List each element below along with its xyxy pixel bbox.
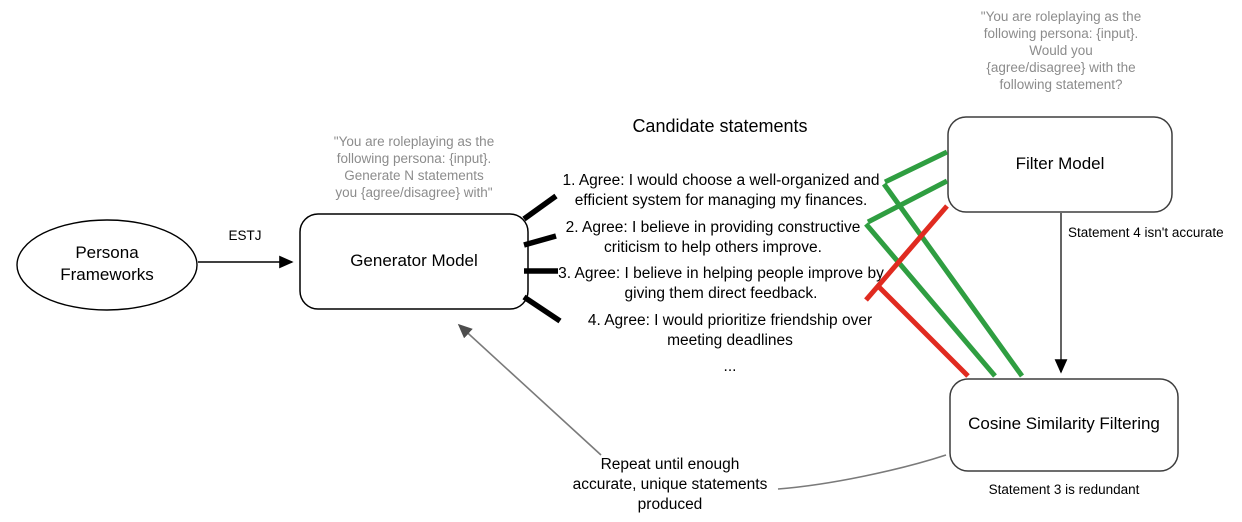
feedback-loop-line-1: Repeat until enough bbox=[600, 456, 740, 473]
persona-frameworks-label-line1: Persona bbox=[75, 243, 139, 262]
filter-prompt-line-1: "You are roleplaying as the bbox=[980, 9, 1142, 24]
candidate-statement-4-line1: 4. Agree: I would prioritize friendship … bbox=[587, 312, 873, 329]
edge-statement-1-accepted bbox=[883, 149, 949, 185]
feedback-loop-line-2: accurate, unique statements bbox=[572, 476, 768, 493]
edge-cosine-to-feedback bbox=[777, 454, 947, 490]
filter-prompt-line-3: Would you bbox=[1029, 43, 1093, 58]
filter-prompt-line-5: following statement? bbox=[999, 77, 1123, 92]
candidate-statement-3-line1: 3. Agree: I believe in helping people im… bbox=[558, 265, 884, 282]
generator-model-label: Generator Model bbox=[350, 251, 478, 270]
candidate-statement-4: 4. Agree: I would prioritize friendship … bbox=[565, 311, 895, 351]
candidate-statement-1: 1. Agree: I would choose a well-organize… bbox=[551, 171, 891, 211]
generator-prompt-line-2: following persona: {input}. bbox=[336, 151, 492, 166]
candidate-statements-title: Candidate statements bbox=[632, 116, 808, 136]
generator-prompt-line-4: you {agree/disagree} with" bbox=[335, 185, 493, 200]
filter-prompt-line-2: following persona: {input}. bbox=[983, 26, 1139, 41]
candidate-statement-3: 3. Agree: I believe in helping people im… bbox=[549, 264, 893, 304]
filter-prompt-text: "You are roleplaying as the following pe… bbox=[975, 8, 1147, 93]
candidate-statement-2-line1: 2. Agree: I believe in providing constru… bbox=[565, 219, 861, 236]
candidate-statement-2-line2: criticism to help others improve. bbox=[604, 239, 822, 256]
feedback-loop-line-3: produced bbox=[637, 496, 703, 513]
generator-prompt-text: "You are roleplaying as the following pe… bbox=[322, 133, 506, 201]
candidate-statement-1-line1: 1. Agree: I would choose a well-organize… bbox=[562, 172, 880, 189]
filter-prompt-line-4: {agree/disagree} with the bbox=[986, 60, 1136, 75]
persona-frameworks-label-line2: Frameworks bbox=[60, 265, 154, 284]
candidate-statement-1-line2: efficient system for managing my finance… bbox=[574, 192, 868, 209]
candidate-statement-4-line2: meeting deadlines bbox=[667, 332, 793, 349]
edge-statement-1-to-cosine bbox=[881, 182, 1025, 378]
cosine-similarity-label: Cosine Similarity Filtering bbox=[968, 414, 1160, 433]
feedback-loop-label: Repeat until enough accurate, unique sta… bbox=[555, 455, 785, 515]
persona-frameworks-label: Persona Frameworks bbox=[12, 242, 202, 286]
generator-prompt-line-3: Generate N statements bbox=[344, 168, 484, 183]
candidate-statement-2: 2. Agree: I believe in providing constru… bbox=[548, 218, 878, 258]
candidate-statements-ellipsis: ... bbox=[723, 358, 737, 375]
candidate-statement-3-line2: giving them direct feedback. bbox=[624, 285, 818, 302]
filter-model-label: Filter Model bbox=[1015, 154, 1105, 173]
cosine-note-label: Statement 3 is redundant bbox=[988, 482, 1140, 497]
edge-label-statement-4-inaccurate: Statement 4 isn't accurate bbox=[1068, 225, 1224, 240]
generator-prompt-line-1: "You are roleplaying as the bbox=[333, 134, 495, 149]
edge-label-estj: ESTJ bbox=[228, 228, 262, 243]
